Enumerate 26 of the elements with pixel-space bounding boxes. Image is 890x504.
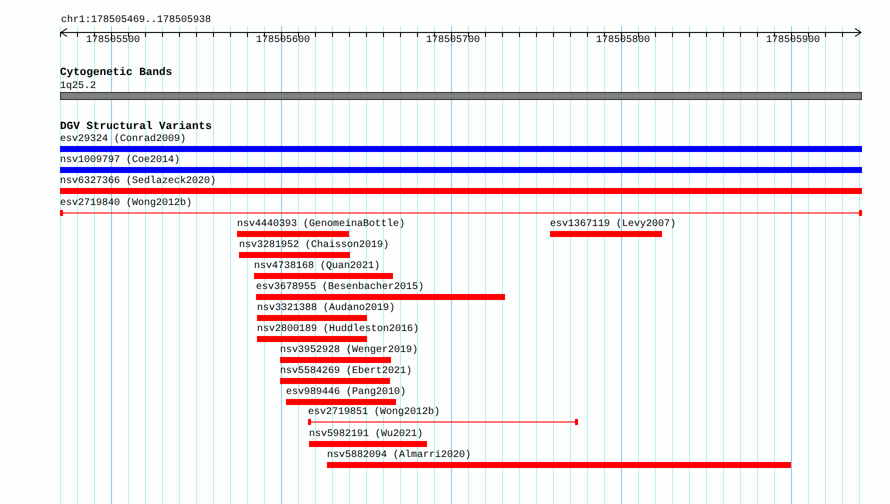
feature-label: nsv3281952 (Chaisson2019) xyxy=(239,240,390,251)
feature-label: nsv4440393 (GenomeinaBottle) xyxy=(237,219,406,230)
feature-label: esv2719851 (Wong2012b) xyxy=(308,407,440,418)
tick-label: 178505600 xyxy=(256,35,310,47)
feature-label: esv29324 (Conrad2009) xyxy=(60,134,186,145)
feature-label: nsv5982191 (Wu2021) xyxy=(309,429,424,440)
feature-label: nsv3321388 (Audano2019) xyxy=(257,303,396,314)
location-label: chr1:178505469..178505938 xyxy=(61,15,212,27)
feature-label: esv1367119 (Levy2007) xyxy=(550,219,676,230)
band-label: 1q25.2 xyxy=(60,81,96,92)
feature-label: nsv6327366 (Sedlazeck2020) xyxy=(60,176,216,187)
feature-label: nsv5584269 (Ebert2021) xyxy=(280,366,412,377)
feature-label: nsv4738168 (Quan2021) xyxy=(254,261,380,272)
feature-label: nsv2800189 (Huddleston2016) xyxy=(257,324,420,335)
tick-label: 178505800 xyxy=(596,35,650,47)
tick-label: 178505500 xyxy=(86,35,140,47)
track-title: DGV Structural Variants xyxy=(60,121,212,133)
feature-label: nsv1009797 (Coe2014) xyxy=(60,155,180,166)
feature-label: nsv5882094 (Almarri2020) xyxy=(327,450,472,461)
feature-label: nsv3952928 (Wenger2019) xyxy=(280,345,418,356)
tick-label: 178505700 xyxy=(426,35,480,47)
tick-label: 178505900 xyxy=(766,35,820,47)
feature-label: esv989446 (Pang2010) xyxy=(286,387,406,398)
feature-label: esv3678955 (Besenbacher2015) xyxy=(256,282,424,293)
feature-label: esv2719840 (Wong2012b) xyxy=(60,198,192,209)
track-title: Cytogenetic Bands xyxy=(60,67,172,79)
